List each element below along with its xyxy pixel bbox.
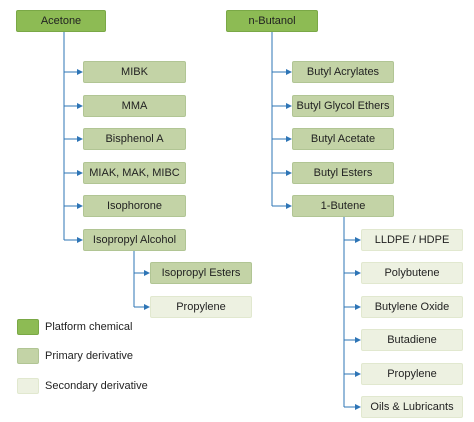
butene-derivative-butadiene: Butadiene xyxy=(361,329,463,351)
butanol-derivative-1-butene: 1-Butene xyxy=(292,195,394,217)
acetone-derivative-mibk: MIBK xyxy=(83,61,186,83)
derivative-label: Isopropyl Alcohol xyxy=(92,234,177,246)
legend-primary-swatch xyxy=(17,348,39,364)
acetone-derivative-isophorone: Isophorone xyxy=(83,195,186,217)
n-butanol-node: n-Butanol xyxy=(226,10,318,32)
derivative-label: MIBK xyxy=(121,66,148,78)
n-butanol-label: n-Butanol xyxy=(248,15,296,27)
acetone-derivative-mma: MMA xyxy=(83,95,186,117)
butene-derivative-polybutene: Polybutene xyxy=(361,262,463,284)
butene-derivative-butylene-oxide: Butylene Oxide xyxy=(361,296,463,318)
legend-platform-swatch xyxy=(17,319,39,335)
ipa-derivative-isopropyl-esters: Isopropyl Esters xyxy=(150,262,252,284)
derivative-label: Bisphenol A xyxy=(105,133,164,145)
derivative-label: Butadiene xyxy=(387,334,437,346)
butanol-derivative-butyl-esters: Butyl Esters xyxy=(292,162,394,184)
butene-derivative-lldpe-hdpe: LLDPE / HDPE xyxy=(361,229,463,251)
derivative-label: Isophorone xyxy=(106,200,163,212)
acetone-node: Acetone xyxy=(16,10,106,32)
ipa-derivative-propylene: Propylene xyxy=(150,296,252,318)
acetone-label: Acetone xyxy=(40,15,82,27)
derivative-label: Propylene xyxy=(387,368,437,380)
legend-secondary-swatch xyxy=(17,378,39,394)
derivative-label: 1-Butene xyxy=(320,200,366,212)
butanol-derivative-butyl-acrylates: Butyl Acrylates xyxy=(292,61,394,83)
derivative-label: MIAK, MAK, MIBC xyxy=(89,167,180,179)
acetone-derivative-miak: MIAK, MAK, MIBC xyxy=(83,162,186,184)
acetone-derivative-bisphenol-a: Bisphenol A xyxy=(83,128,186,150)
derivative-label: Polybutene xyxy=(384,267,440,279)
derivative-label: Butyl Acetate xyxy=(310,133,376,145)
acetone-derivative-isopropyl-alcohol: Isopropyl Alcohol xyxy=(83,229,186,251)
legend-secondary-label: Secondary derivative xyxy=(45,380,148,392)
butene-derivative-propylene: Propylene xyxy=(361,363,463,385)
derivative-label: MMA xyxy=(121,100,148,112)
derivative-label: Butylene Oxide xyxy=(374,301,450,313)
derivative-label: Butyl Glycol Ethers xyxy=(296,100,390,112)
derivative-label: Oils & Lubricants xyxy=(370,401,454,413)
legend-platform-label: Platform chemical xyxy=(45,321,133,333)
derivative-label: Isopropyl Esters xyxy=(161,267,241,279)
derivative-label: Propylene xyxy=(176,301,226,313)
legend-primary-label: Primary derivative xyxy=(45,350,134,362)
butanol-derivative-butyl-glycol-ethers: Butyl Glycol Ethers xyxy=(292,95,394,117)
derivative-label: Butyl Acrylates xyxy=(306,66,380,78)
butanol-derivative-butyl-acetate: Butyl Acetate xyxy=(292,128,394,150)
derivative-label: Butyl Esters xyxy=(313,167,373,179)
derivative-label: LLDPE / HDPE xyxy=(374,234,450,246)
butene-derivative-oils-lubricants: Oils & Lubricants xyxy=(361,396,463,418)
